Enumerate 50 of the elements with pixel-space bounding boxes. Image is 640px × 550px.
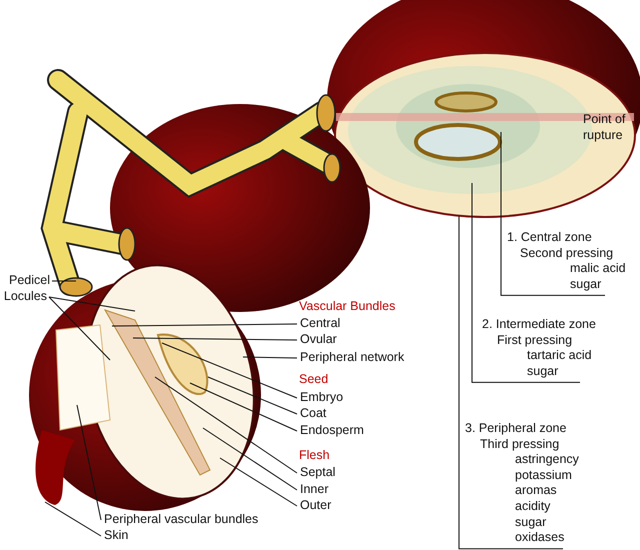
- leader-line: [472, 182, 580, 383]
- component-label: malic acid: [569, 261, 626, 277]
- leader-line: [112, 324, 298, 326]
- leader-line: [202, 428, 298, 490]
- part-label: Endosperm: [300, 423, 364, 439]
- part-label: Peripheral vascular bundles: [104, 512, 258, 528]
- component-label: oxidases: [514, 530, 564, 546]
- leader-line: [162, 342, 298, 398]
- component-label: sugar: [569, 276, 602, 292]
- part-label: Central: [300, 316, 340, 332]
- part-label: Coat: [300, 406, 326, 422]
- component-label: aromas: [514, 483, 557, 499]
- leader-line: [208, 376, 298, 414]
- pressing-label: First pressing: [496, 332, 572, 348]
- annotation-label: Point of rupture: [583, 112, 626, 144]
- part-label: Inner: [300, 482, 328, 498]
- component-label: astringency: [514, 452, 579, 468]
- leader-line: [242, 356, 298, 358]
- leader-line: [76, 404, 102, 520]
- part-label: Ovular: [300, 332, 337, 348]
- component-label: potassium: [514, 468, 572, 484]
- component-label: acidity: [514, 498, 550, 515]
- part-label: Peripheral network: [300, 350, 404, 366]
- section-heading: Seed: [299, 372, 328, 388]
- zone-title: 3. Peripheral zone: [465, 421, 566, 437]
- part-label: Outer: [300, 498, 332, 514]
- leader-line: [48, 296, 136, 312]
- section-heading: Flesh: [299, 448, 330, 464]
- zone-title: 1. Central zone: [507, 230, 592, 246]
- leader-line: [48, 296, 110, 360]
- part-label: Locules: [4, 289, 47, 305]
- leader-line: [458, 216, 564, 550]
- leader-line: [190, 382, 298, 432]
- component-label: tartaric acid: [526, 348, 592, 364]
- leader-line: [44, 502, 102, 536]
- leader-line: [132, 338, 298, 340]
- zone-title: 2. Intermediate zone: [482, 317, 596, 333]
- leader-line: [154, 376, 298, 474]
- leader-line: [500, 132, 606, 296]
- leader-line: [220, 458, 298, 506]
- part-label: Embryo: [300, 390, 344, 406]
- component-label: sugar: [526, 364, 558, 380]
- pressing-label: Second pressing: [519, 246, 614, 262]
- part-label: Pedicel: [9, 273, 50, 289]
- pressing-label: Third pressing: [479, 436, 560, 452]
- part-label: Septal: [300, 465, 336, 481]
- section-heading: Vascular Bundles: [299, 299, 396, 315]
- component-label: sugar: [514, 514, 546, 530]
- part-label: Skin: [104, 528, 128, 544]
- leader-line: [52, 280, 76, 282]
